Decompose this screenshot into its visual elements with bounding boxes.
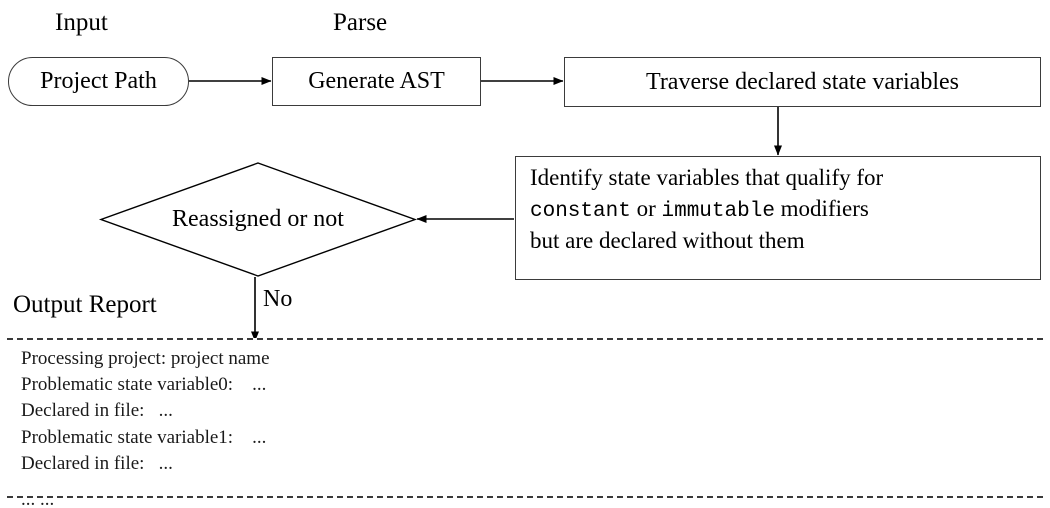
edge-label-no: No — [263, 286, 293, 312]
report-line: Processing project: project name — [21, 348, 270, 369]
node-input-project-path[interactable]: Project Path — [8, 57, 189, 106]
identify-line-2-tail: modifiers — [774, 195, 869, 221]
output-report-title: Output Report — [13, 291, 157, 318]
diamond-shape — [98, 162, 418, 277]
node-traverse-state-variables[interactable]: Traverse declared state variables — [564, 57, 1041, 107]
node-input-label: Project Path — [40, 68, 157, 95]
node-traverse-label: Traverse declared state variables — [646, 68, 959, 95]
keyword-immutable: immutable — [661, 199, 775, 223]
report-line: Problematic state variable1: ... — [21, 426, 267, 448]
identify-line-3: but are declared without them — [530, 227, 805, 253]
node-identify-qualifying-variables[interactable]: Identify state variables that qualify fo… — [515, 156, 1041, 280]
keyword-constant: constant — [530, 199, 631, 223]
identify-line-2: constant or immutable modifiers — [530, 194, 1028, 226]
report-line-ellipsis: ... ... — [21, 489, 55, 508]
stage-label-input: Input — [55, 9, 108, 36]
report-line: Declared in file: ... — [21, 400, 173, 422]
node-parse-label: Generate AST — [308, 68, 445, 95]
stage-label-parse: Parse — [333, 9, 388, 36]
report-line: Problematic state variable0: ... — [21, 374, 267, 396]
node-generate-ast[interactable]: Generate AST — [272, 57, 481, 106]
node-decision-reassigned[interactable]: Reassigned or not — [98, 162, 418, 277]
report-line: Declared in file: ... — [21, 452, 173, 474]
identify-line-2-conjunction: or — [630, 195, 662, 221]
identify-line-1: Identify state variables that qualify fo… — [530, 165, 884, 190]
output-report-panel: Processing project: project name Problem… — [7, 338, 1043, 508]
